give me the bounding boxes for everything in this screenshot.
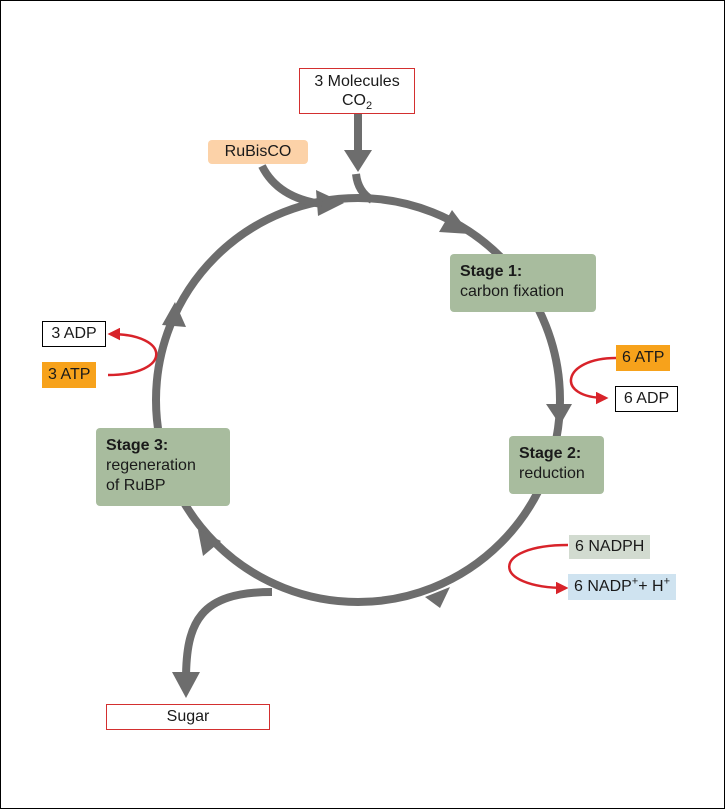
cycle-arrowhead <box>316 190 344 216</box>
stage3-atp-arrow <box>107 327 158 377</box>
sugar-output-arrow <box>172 588 273 698</box>
stage2-atp-arrow <box>569 356 617 405</box>
rubisco-label: RuBisCO <box>208 140 308 164</box>
stage2-desc: reduction <box>519 465 585 482</box>
co2-input-box: 3 Molecules CO2 <box>299 68 415 114</box>
cycle-ring <box>152 194 564 606</box>
cycle-arrowhead <box>162 302 186 327</box>
stage2-atp-label: 6 ATP <box>616 345 671 371</box>
cycle-arrowheads <box>162 190 572 608</box>
stage2-title: Stage 2: <box>519 445 582 462</box>
co2-line1: 3 Molecules <box>314 73 400 90</box>
stage1-desc: carbon fixation <box>460 283 565 300</box>
stage2-adp-label: 6 ADP <box>615 386 678 412</box>
stage2-nadp-label: 6 NADP++ H+ <box>568 574 677 600</box>
stage3-adp-label: 3 ADP <box>42 321 106 347</box>
stage3-box: Stage 3: regeneration of RuBP <box>96 428 230 506</box>
stage1-title: Stage 1: <box>460 263 523 280</box>
co2-line2: CO2 <box>341 92 373 113</box>
cycle-arrowhead <box>425 587 450 608</box>
stage2-box: Stage 2: reduction <box>509 436 604 494</box>
stage3-desc-line1: regeneration <box>106 457 196 474</box>
cycle-arrowhead <box>198 530 221 556</box>
stage3-desc-line2: of RuBP <box>106 477 166 494</box>
cycle-arrowhead <box>546 404 572 425</box>
stage1-box: Stage 1: carbon fixation <box>450 254 596 312</box>
stage3-title: Stage 3: <box>106 437 169 454</box>
sugar-output-box: Sugar <box>106 704 270 730</box>
co2-input-arrow <box>344 114 375 204</box>
stage2-nadph-arrow <box>508 543 569 595</box>
rubisco-arrow <box>258 164 323 208</box>
cycle-arrowhead <box>439 210 470 234</box>
stage3-atp-label: 3 ATP <box>42 362 97 388</box>
stage2-nadph-label: 6 NADPH <box>569 535 651 559</box>
